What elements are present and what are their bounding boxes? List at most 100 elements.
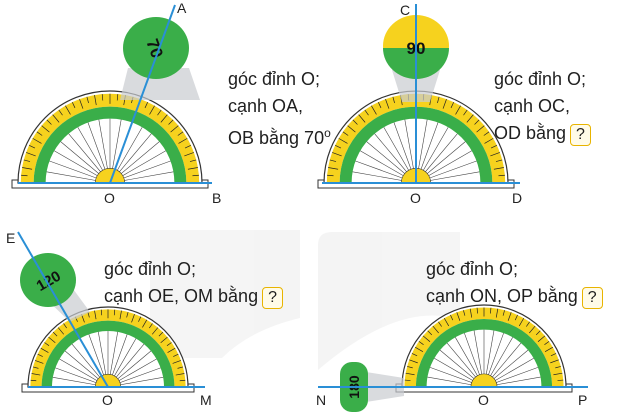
protractor-tick	[94, 95, 97, 106]
protractor-tick	[177, 366, 184, 369]
protractor-tick	[168, 119, 174, 125]
protractor-center	[94, 168, 126, 184]
protractor-tick	[116, 94, 119, 101]
protractor-tick	[544, 341, 550, 345]
caption-line: góc đỉnh O;	[228, 69, 321, 89]
label-o: O	[478, 392, 489, 408]
protractor-tick	[437, 96, 440, 104]
protractor-tick	[537, 335, 546, 342]
protractor-tick	[526, 321, 530, 327]
protractor-inner-band	[33, 106, 187, 183]
protractor-tick	[138, 316, 142, 322]
protractor-tick	[404, 379, 411, 381]
protractor-tick	[36, 131, 43, 136]
protractor-tick	[26, 152, 36, 157]
protractor-tick	[385, 99, 390, 109]
protractor-tick	[94, 310, 97, 320]
protractor-tick	[463, 310, 466, 316]
protractor-tick	[377, 101, 382, 109]
ray-oa	[109, 4, 176, 184]
protractor-tick	[170, 125, 179, 133]
protractor-tick	[364, 109, 369, 116]
protractor-tick	[31, 373, 41, 376]
protractor-tick	[342, 131, 349, 136]
protractor-tick	[328, 167, 339, 170]
protractor-tick	[158, 331, 164, 337]
protractor-tick	[58, 109, 63, 116]
protractor-tick	[450, 314, 454, 321]
caption-line: cạnh ON, OP bằng?	[426, 283, 603, 310]
protractor-tick	[144, 101, 149, 109]
caption-text: OD bằng	[494, 123, 567, 143]
protractor-tick	[507, 312, 512, 321]
caption-line: góc đỉnh O;	[104, 259, 197, 279]
protractor-inner-band	[415, 318, 553, 387]
protractor-tick	[498, 174, 505, 177]
panel-angle-nop: 180 N O P	[316, 304, 588, 412]
protractor-tick	[474, 119, 480, 125]
protractor-tick	[352, 119, 358, 125]
protractor-tick	[550, 353, 557, 357]
caption-text: cạnh ON, OP bằng	[426, 286, 578, 306]
protractor-tick	[34, 360, 44, 364]
protractor-tick	[371, 105, 377, 115]
protractor	[395, 304, 573, 393]
protractor-tick	[411, 353, 418, 357]
protractor-tick	[160, 336, 168, 344]
protractor-tick	[22, 167, 33, 170]
protractor-tick	[178, 138, 188, 144]
caption-text: cạnh OE, OM bằng	[104, 286, 259, 306]
label-o: O	[102, 392, 113, 408]
protractor-tick	[535, 330, 541, 336]
protractor-tick	[142, 319, 148, 328]
protractor-tick	[438, 321, 442, 327]
protractor-outer-band	[326, 93, 506, 183]
protractor-tick	[450, 101, 455, 109]
protractor-tick	[495, 308, 499, 318]
protractor-tick	[52, 331, 58, 337]
protractor-tick	[119, 310, 122, 320]
protractor-tick	[495, 159, 503, 162]
protractor-center	[470, 373, 498, 388]
degree-sign: o	[324, 126, 331, 140]
protractor-tick	[175, 373, 185, 376]
label-m: M	[200, 392, 212, 408]
protractor-tick	[466, 114, 474, 123]
protractor-tick	[332, 152, 342, 157]
answer-box[interactable]: ?	[570, 124, 591, 146]
protractor-tick	[172, 360, 182, 364]
protractor-tick	[126, 311, 129, 318]
protractor-tick	[469, 308, 473, 318]
protractor	[11, 90, 209, 189]
protractor-outer-band	[20, 93, 200, 183]
protractor-tick	[414, 346, 424, 353]
protractor-tick	[338, 138, 348, 144]
protractor-tick	[442, 99, 447, 109]
answer-box[interactable]: ?	[581, 287, 603, 309]
protractor-tick	[358, 114, 366, 123]
protractor-tick	[79, 99, 84, 109]
protractor-tick	[476, 125, 485, 133]
label-c: C	[400, 2, 410, 18]
caption-nop: góc đỉnh O; cạnh ON, OP bằng?	[426, 256, 603, 310]
protractor-tick	[166, 342, 172, 346]
label-o: O	[410, 190, 421, 206]
protractor-outer-band	[404, 307, 564, 387]
protractor-tick	[32, 138, 42, 144]
protractor-tick	[157, 109, 162, 116]
label-b: B	[212, 190, 221, 206]
panel-angle-eom: 120 E O M	[6, 230, 212, 408]
protractor-tick	[463, 109, 468, 116]
protractor-tick	[71, 101, 76, 109]
protractor-inner-band	[339, 106, 493, 183]
protractor-outer-band	[30, 309, 186, 387]
protractor-tick	[553, 372, 563, 376]
protractor-tick	[329, 159, 337, 162]
label-p: P	[578, 392, 587, 408]
protractor-tick	[544, 346, 554, 353]
answer-box[interactable]: ?	[262, 287, 283, 309]
caption-line: cạnh OA,	[228, 96, 304, 116]
protractor-tick	[432, 325, 439, 334]
protractor-tick	[518, 317, 525, 327]
